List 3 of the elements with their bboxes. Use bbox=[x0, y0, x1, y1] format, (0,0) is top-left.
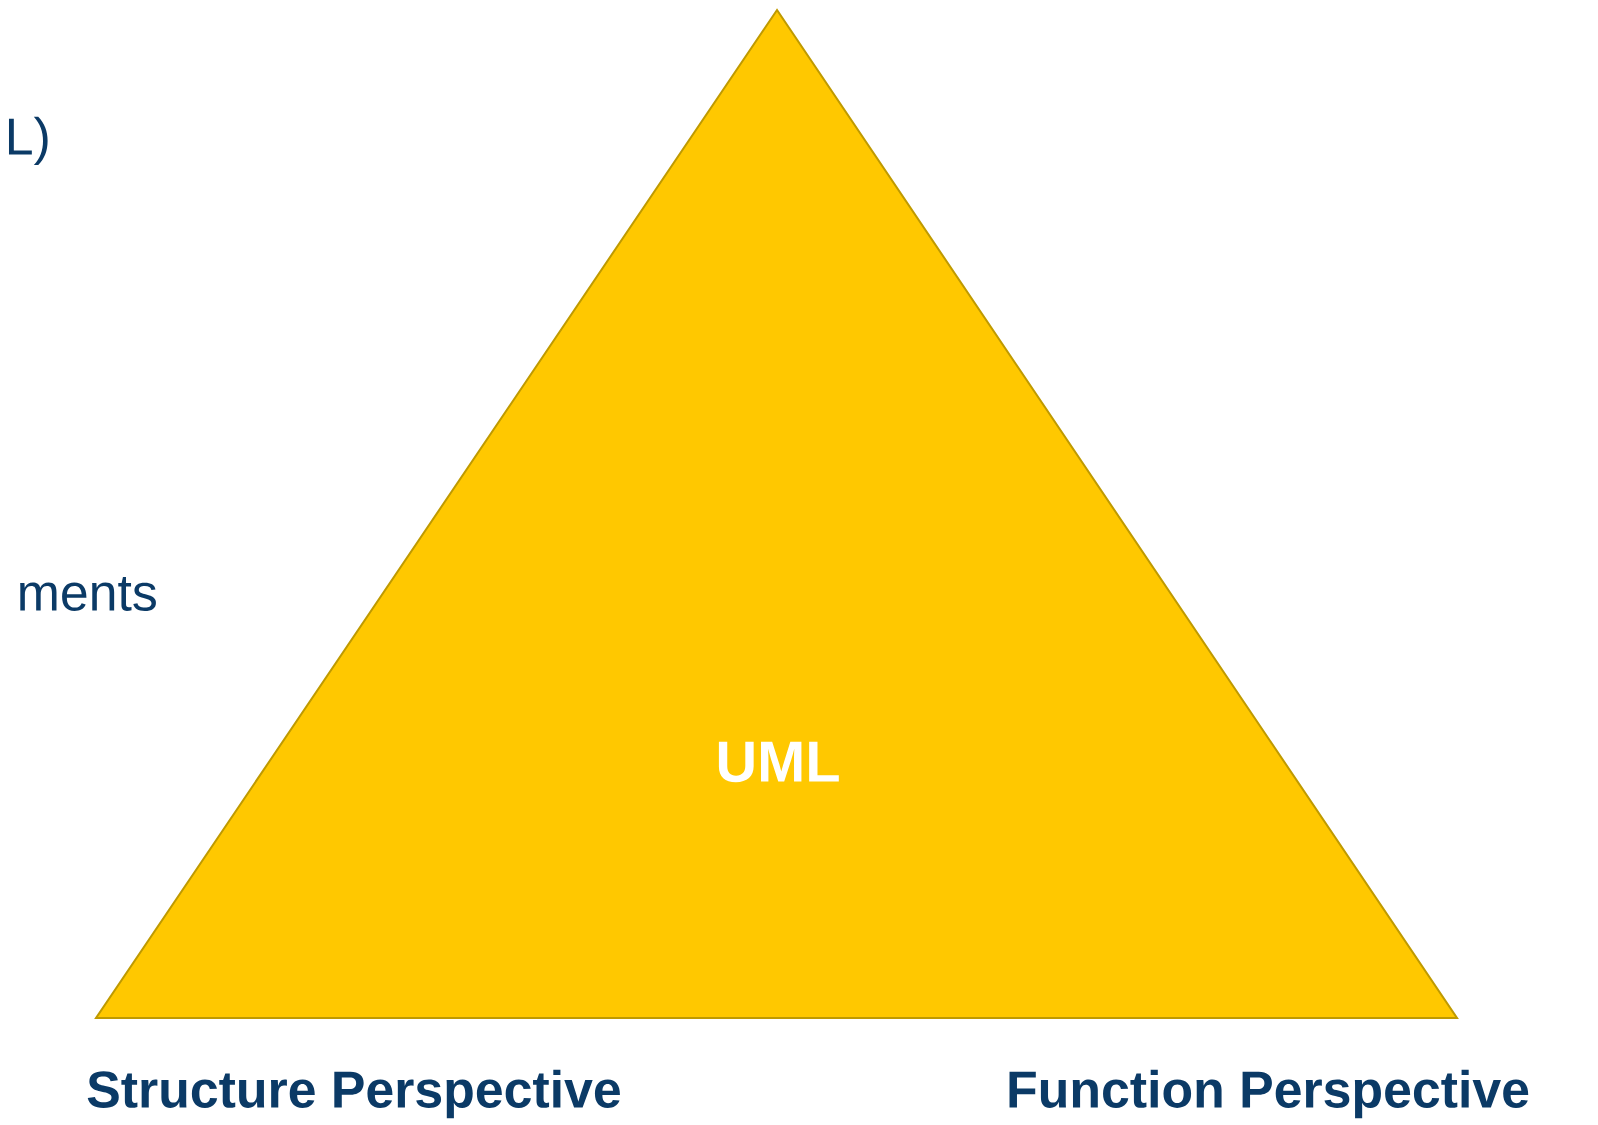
corner-label: Function Perspective bbox=[1009, 1069, 1529, 1119]
corner-label: Structure Perspective bbox=[87, 1069, 620, 1119]
text: L) bbox=[9, 116, 48, 166]
